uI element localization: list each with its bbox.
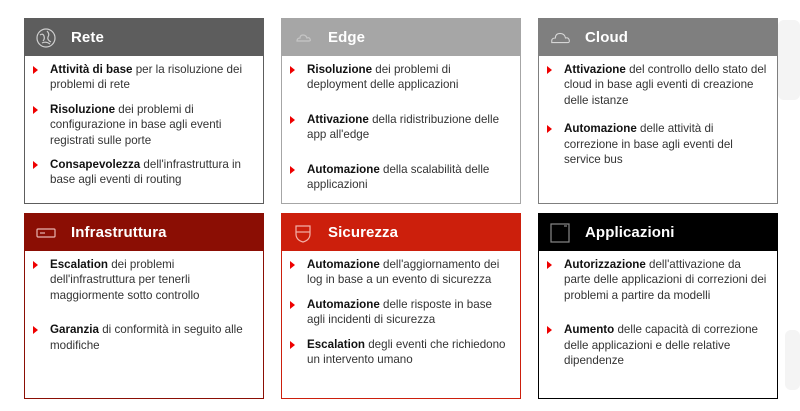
list-item: Aumento delle capacità di correzione del…: [547, 322, 769, 368]
card-title: Rete: [71, 29, 104, 46]
card-title: Infrastruttura: [71, 224, 167, 241]
card-header: Sicurezza: [282, 214, 520, 251]
item-text: delle capacità di correzione delle appli…: [564, 323, 758, 368]
bullet-icon: [547, 261, 552, 269]
card-header: Edge: [282, 19, 520, 56]
item-bold: Escalation: [307, 337, 365, 351]
list-item: Escalation dei problemi dell'infrastrutt…: [33, 257, 255, 303]
bullet-icon: [33, 66, 38, 74]
bullet-icon: [33, 326, 38, 335]
bullet-icon: [33, 105, 38, 114]
bullet-icon: [547, 66, 552, 74]
item-text: della ridistribuzione delle app all'edge: [307, 112, 500, 142]
item-bold: Consapevolezza: [50, 158, 141, 172]
item-text: degli eventi che richiedono un intervent…: [307, 337, 506, 367]
bullet-icon: [290, 115, 295, 124]
card-rete: Rete Attività di base per la risoluzione…: [24, 18, 264, 204]
item-text: dell'attivazione da parte delle applicaz…: [564, 258, 767, 302]
item-bold: Autorizzazione: [564, 258, 646, 271]
card-header: Applicazioni: [539, 214, 777, 251]
bullet-icon: [290, 165, 295, 174]
card-title: Edge: [328, 29, 366, 46]
list-item: Automazione della scalabilità delle appl…: [290, 162, 512, 193]
item-text: delle attività di correzione in base agl…: [564, 122, 733, 167]
item-text: dell'infrastruttura in base agli eventi …: [50, 158, 242, 187]
list-item: Attivazione del controllo dello stato de…: [547, 62, 769, 108]
item-list: Autorizzazione dell'attivazione da parte…: [539, 251, 777, 368]
bullet-icon: [547, 326, 552, 335]
card-title: Sicurezza: [328, 224, 399, 241]
background-decoration: [778, 20, 800, 100]
item-list: Attivazione del controllo dello stato de…: [539, 56, 777, 167]
item-text: dei problemi di configurazione in base a…: [50, 102, 222, 147]
card-title: Applicazioni: [585, 224, 675, 241]
card-infrastruttura: Infrastruttura Escalation dei problemi d…: [24, 213, 264, 399]
item-bold: Risoluzione: [307, 63, 373, 76]
edge-cloud-icon: [292, 27, 314, 49]
item-bold: Escalation: [50, 258, 108, 271]
item-bold: Automazione: [564, 122, 637, 136]
item-list: Risoluzione dei problemi di deployment d…: [282, 56, 520, 192]
application-window-icon: [549, 222, 571, 244]
card-header: Infrastruttura: [25, 214, 263, 251]
shield-icon: [292, 222, 314, 244]
list-item: Risoluzione dei problemi di configurazio…: [33, 102, 255, 148]
item-bold: Aumento: [564, 323, 615, 337]
card-edge: Edge Risoluzione dei problemi di deploym…: [281, 18, 521, 204]
item-bold: Risoluzione: [50, 102, 116, 116]
card-header: Rete: [25, 19, 263, 56]
card-title: Cloud: [585, 29, 628, 46]
item-text: dell'aggiornamento dei log in base a un …: [307, 258, 500, 287]
list-item: Automazione delle risposte in base agli …: [290, 297, 512, 328]
item-bold: Automazione: [307, 258, 380, 271]
item-bold: Attivazione: [564, 63, 626, 76]
bullet-icon: [290, 261, 295, 269]
list-item: Automazione delle attività di correzione…: [547, 121, 769, 167]
bullet-icon: [33, 261, 38, 269]
item-text: della scalabilità delle applicazioni: [307, 162, 490, 192]
bullet-icon: [547, 125, 552, 134]
list-item: Autorizzazione dell'attivazione da parte…: [547, 257, 769, 303]
list-item: Escalation degli eventi che richiedono u…: [290, 337, 512, 368]
bullet-icon: [33, 161, 38, 170]
list-item: Risoluzione dei problemi di deployment d…: [290, 62, 512, 93]
card-sicurezza: Sicurezza Automazione dell'aggiornamento…: [281, 213, 521, 399]
list-item: Attività di base per la risoluzione dei …: [33, 62, 255, 93]
list-item: Consapevolezza dell'infrastruttura in ba…: [33, 157, 255, 188]
list-item: Garanzia di conformità in seguito alle m…: [33, 322, 255, 353]
item-text: dei problemi dell'infrastruttura per ten…: [50, 258, 200, 302]
item-list: Escalation dei problemi dell'infrastrutt…: [25, 251, 263, 353]
server-rack-icon: [35, 222, 57, 244]
item-text: dei problemi di deployment delle applica…: [307, 63, 459, 92]
item-bold: Garanzia: [50, 323, 99, 337]
bullet-icon: [290, 66, 295, 74]
card-header: Cloud: [539, 19, 777, 56]
cloud-icon: [549, 27, 571, 49]
item-list: Attività di base per la risoluzione dei …: [25, 56, 263, 188]
list-item: Automazione dell'aggiornamento dei log i…: [290, 257, 512, 288]
item-text: delle risposte in base agli incidenti di…: [307, 297, 492, 327]
list-item: Attivazione della ridistribuzione delle …: [290, 112, 512, 143]
item-bold: Attivazione: [307, 112, 369, 126]
item-bold: Automazione: [307, 297, 380, 311]
background-decoration: [785, 330, 800, 390]
network-globe-icon: [35, 27, 57, 49]
card-applicazioni: Applicazioni Autorizzazione dell'attivaz…: [538, 213, 778, 399]
item-text: per la risoluzione dei problemi di rete: [50, 63, 243, 92]
item-list: Automazione dell'aggiornamento dei log i…: [282, 251, 520, 367]
bullet-icon: [290, 340, 295, 349]
item-bold: Attività di base: [50, 63, 133, 76]
item-bold: Automazione: [307, 162, 380, 176]
card-cloud: Cloud Attivazione del controllo dello st…: [538, 18, 778, 204]
item-text: di conformità in seguito alle modifiche: [50, 323, 243, 352]
item-text: del controllo dello stato del cloud in b…: [564, 63, 767, 107]
bullet-icon: [290, 300, 295, 309]
